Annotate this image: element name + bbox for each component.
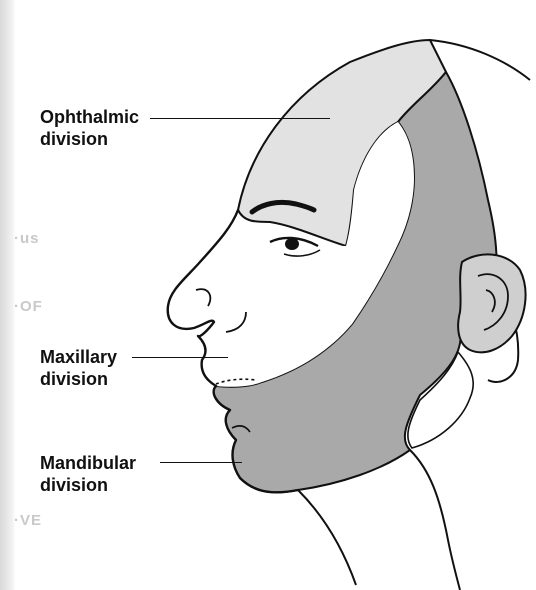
eye-pupil (285, 238, 299, 250)
maxillary-label-line2: division (40, 368, 117, 390)
maxillary-leader-line (132, 357, 228, 358)
neck-back-line (410, 450, 460, 590)
ophthalmic-label-line1: Ophthalmic (40, 106, 139, 128)
ophthalmic-division-label: Ophthalmic division (40, 106, 139, 150)
ear-outline (458, 254, 525, 352)
mandibular-division-label: Mandibular division (40, 452, 136, 496)
mandibular-label-line1: Mandibular (40, 452, 136, 474)
ophthalmic-leader-line (150, 118, 330, 119)
nostril-crease (196, 289, 210, 306)
maxillary-label-line1: Maxillary (40, 346, 117, 368)
mandibular-leader-line (160, 462, 242, 463)
mandibular-label-line2: division (40, 474, 136, 496)
ophthalmic-label-line2: division (40, 128, 139, 150)
maxillary-division-label: Maxillary division (40, 346, 117, 390)
neck-front-line (298, 490, 356, 585)
